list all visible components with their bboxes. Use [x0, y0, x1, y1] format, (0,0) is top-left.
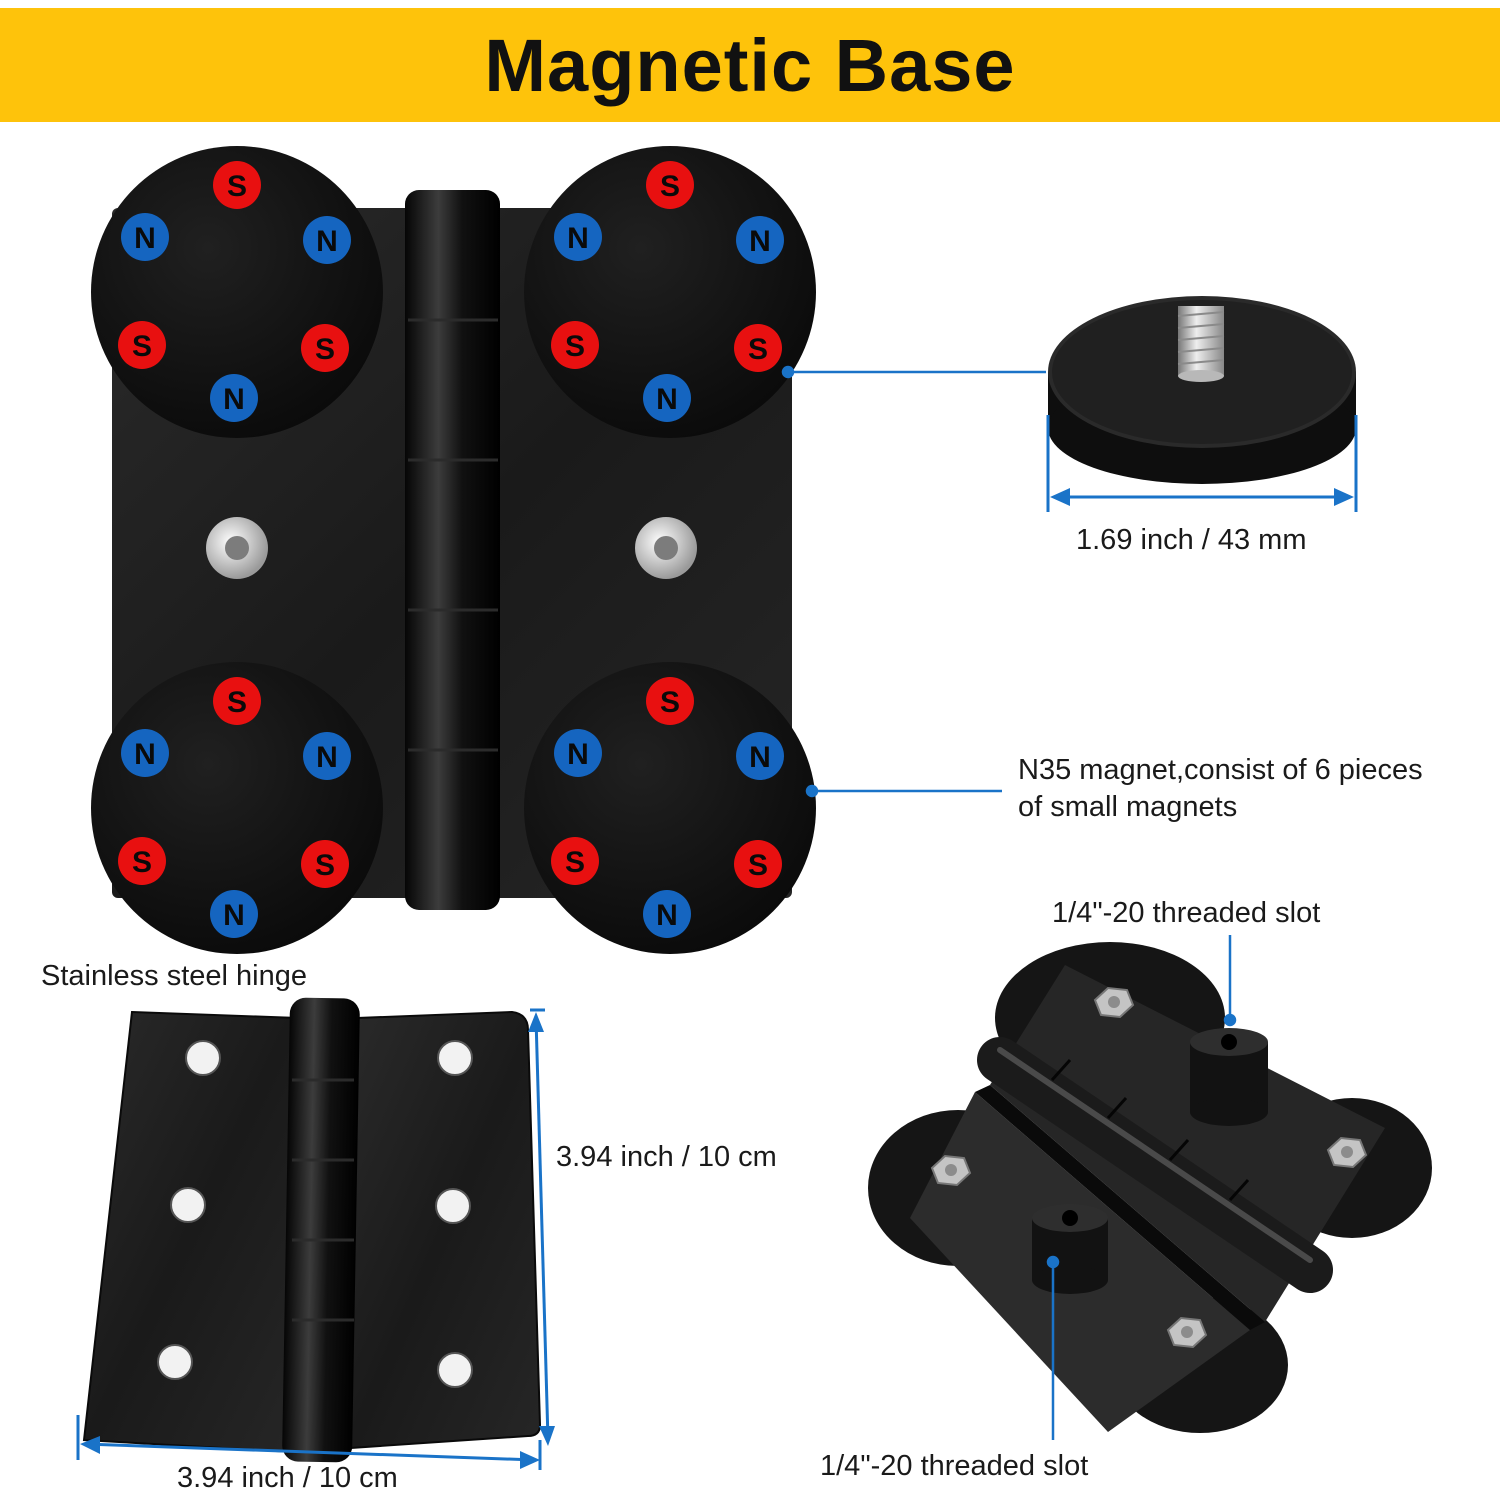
pole-letter: N	[134, 222, 156, 255]
pole-letter: S	[315, 333, 335, 366]
pole-letter: N	[567, 222, 589, 255]
hinge-barrel	[405, 190, 500, 910]
pole-letter: N	[223, 899, 245, 932]
north-pole-marker: N	[303, 216, 351, 264]
callout-lines	[781, 365, 1046, 798]
north-pole-marker: N	[121, 213, 169, 261]
pole-letter: N	[567, 738, 589, 771]
south-pole-marker: S	[118, 837, 166, 885]
south-pole-marker: S	[301, 324, 349, 372]
page-title: Magnetic Base	[484, 23, 1016, 107]
north-pole-marker: N	[303, 732, 351, 780]
north-pole-marker: N	[643, 374, 691, 422]
hinge-dimensions	[76, 1008, 555, 1470]
north-pole-marker: N	[736, 732, 784, 780]
pole-letter: N	[656, 899, 678, 932]
south-pole-marker: S	[301, 840, 349, 888]
north-pole-marker: N	[210, 890, 258, 938]
pole-letter: S	[748, 849, 768, 882]
hinge-width-label: 3.94 inch / 10 cm	[177, 1462, 398, 1494]
threaded-slot-label-bottom: 1/4"-20 threaded slot	[820, 1450, 1089, 1482]
north-pole-marker: N	[554, 213, 602, 261]
hinge-height-label: 3.94 inch / 10 cm	[556, 1141, 777, 1173]
magnet-description-line2: of small magnets	[1018, 791, 1238, 823]
pole-letter: S	[748, 333, 768, 366]
hinge-material-label: Stainless steel hinge	[41, 960, 307, 992]
angled-assembly-view	[868, 942, 1432, 1433]
south-pole-marker: S	[734, 840, 782, 888]
main-hinge-assembly: S N N S S N S N N S S N S N N S S N S N N S S N	[91, 146, 816, 954]
threaded-stud	[1178, 306, 1224, 376]
pole-letter: S	[315, 849, 335, 882]
threaded-slot-label-top: 1/4"-20 threaded slot	[1052, 897, 1321, 929]
north-pole-marker: N	[643, 890, 691, 938]
pole-letter: N	[316, 225, 338, 258]
magnet-description-line1: N35 magnet,consist of 6 pieces	[1018, 754, 1423, 786]
south-pole-marker: S	[551, 321, 599, 369]
south-pole-marker: S	[213, 677, 261, 725]
magnet-diameter-label: 1.69 inch / 43 mm	[1076, 524, 1307, 556]
pole-letter: S	[227, 170, 247, 203]
pole-letter: N	[316, 741, 338, 774]
pole-letter: S	[132, 330, 152, 363]
south-pole-marker: S	[646, 161, 694, 209]
pole-letter: S	[660, 170, 680, 203]
pole-letter: S	[132, 846, 152, 879]
title-banner: Magnetic Base	[0, 8, 1500, 122]
north-pole-marker: N	[554, 729, 602, 777]
pole-letter: S	[565, 330, 585, 363]
magnet-pole-markers: S N N S S N S N N S S N S N N S S N S N N S S N	[118, 161, 784, 938]
south-pole-marker: S	[734, 324, 782, 372]
north-pole-marker: N	[210, 374, 258, 422]
threaded-slot-pointers	[1046, 935, 1237, 1440]
north-pole-marker: N	[121, 729, 169, 777]
pole-letter: S	[227, 686, 247, 719]
stainless-hinge	[82, 997, 542, 1463]
north-pole-marker: N	[736, 216, 784, 264]
south-pole-marker: S	[213, 161, 261, 209]
pole-letter: S	[565, 846, 585, 879]
pole-letter: N	[223, 383, 245, 416]
magnet-width-dimension	[1046, 415, 1358, 512]
south-pole-marker: S	[646, 677, 694, 725]
magnet-base-product	[1048, 296, 1356, 484]
pole-letter: S	[660, 686, 680, 719]
pole-letter: N	[134, 738, 156, 771]
south-pole-marker: S	[551, 837, 599, 885]
pole-letter: N	[749, 741, 771, 774]
pole-letter: N	[656, 383, 678, 416]
south-pole-marker: S	[118, 321, 166, 369]
pole-letter: N	[749, 225, 771, 258]
